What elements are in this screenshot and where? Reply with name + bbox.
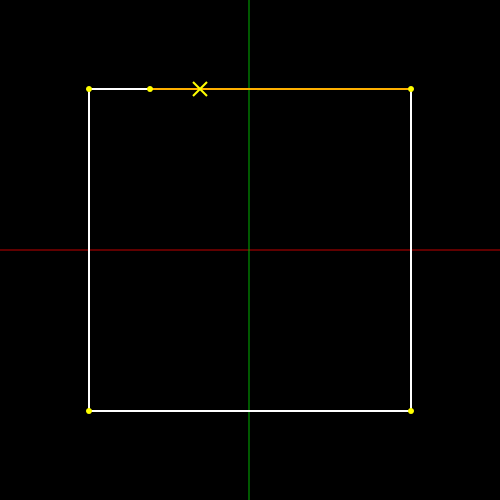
vertex-bottom-left[interactable]	[86, 408, 92, 414]
vertex-bottom-right[interactable]	[408, 408, 414, 414]
x-cross-cursor-icon	[192, 81, 208, 97]
vertex-top-right[interactable]	[408, 86, 414, 92]
vertex-top-left[interactable]	[86, 86, 92, 92]
vertex-top-split[interactable]	[147, 86, 153, 92]
